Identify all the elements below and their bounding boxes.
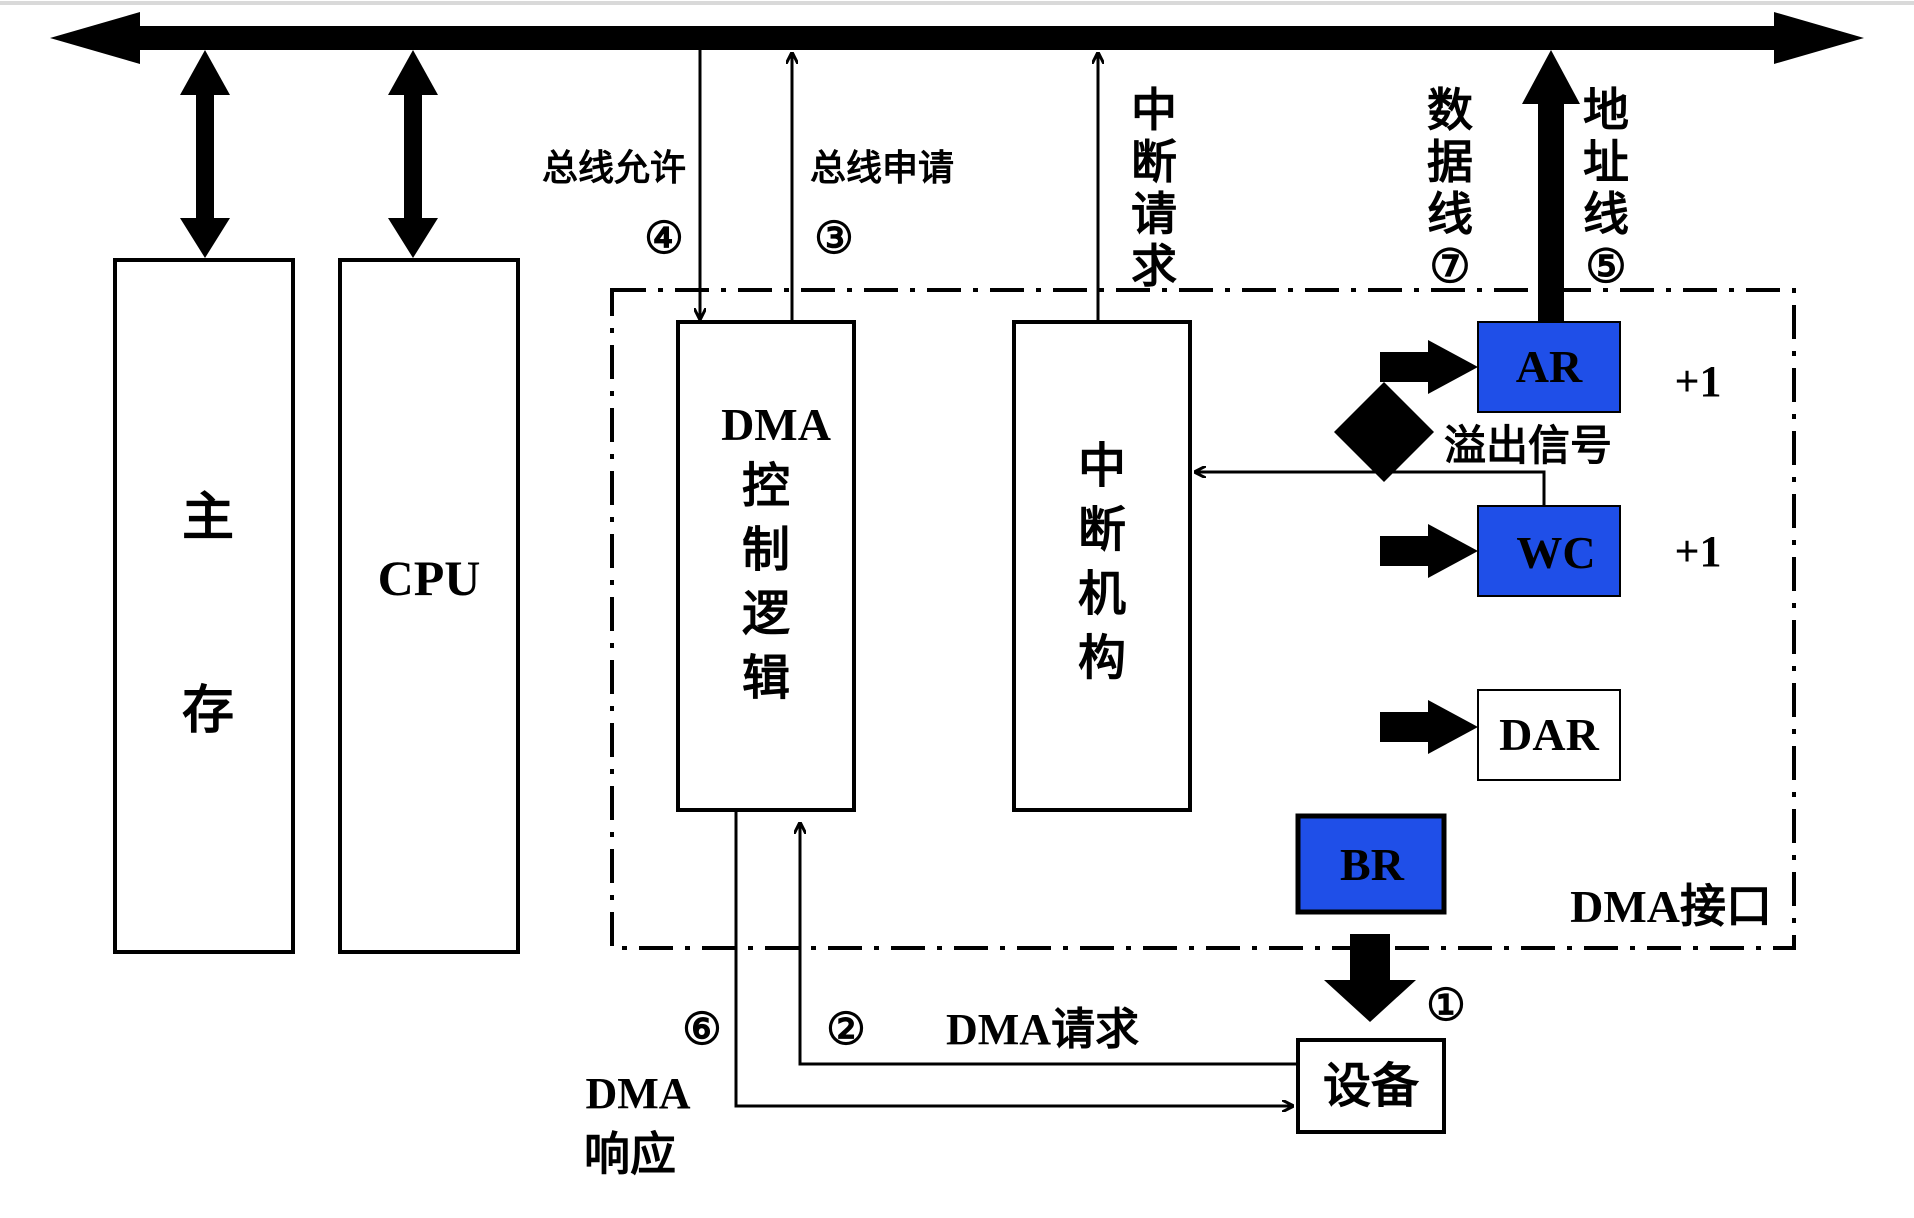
dar-label: DAR xyxy=(1499,709,1599,760)
bus-request-label: 总线申请 xyxy=(810,148,954,189)
device-label: 设备 xyxy=(1323,1058,1420,1114)
memory-label-2: 存 xyxy=(182,681,234,741)
interrupt-request-char-3: 请 xyxy=(1131,187,1177,241)
step-5-marker: ⑤ xyxy=(1585,239,1626,293)
bus-grant-label: 总线允许 xyxy=(542,148,686,189)
step-6-marker: ⑥ xyxy=(682,1004,721,1055)
dma-control-char-4: 辑 xyxy=(742,650,790,706)
overflow-signal-label: 溢出信号 xyxy=(1444,421,1612,470)
device-block: 设备 xyxy=(1296,1038,1446,1134)
data-line-char-1: 数 xyxy=(1427,83,1473,137)
cpu-label: CPU xyxy=(378,550,481,606)
interrupt-request-char-2: 断 xyxy=(1131,135,1177,189)
wc-label: WC xyxy=(1516,527,1595,578)
interrupt-char-3: 机 xyxy=(1078,566,1126,622)
wc-register: WC xyxy=(1477,505,1621,597)
overflow-diamond xyxy=(1334,382,1434,482)
address-line-arrow xyxy=(1522,50,1580,322)
cpu-block: CPU xyxy=(338,258,520,954)
interrupt-char-1: 中 xyxy=(1078,438,1126,494)
br-register: BR xyxy=(1295,813,1447,915)
system-bus xyxy=(50,12,1864,64)
wc-increment: +1 xyxy=(1674,527,1721,576)
step-1-marker: ① xyxy=(1426,980,1465,1031)
cpu-bus-connector xyxy=(388,50,438,258)
overflow-signal-line xyxy=(1196,472,1546,506)
br-device-arrow xyxy=(1324,934,1416,1022)
dma-response-line xyxy=(734,810,1292,1106)
main-memory-block: 主 存 xyxy=(113,258,295,954)
dar-input-arrow xyxy=(1380,700,1478,754)
data-line-char-2: 据 xyxy=(1427,135,1473,189)
dma-control-char-2: 制 xyxy=(742,522,790,578)
br-label: BR xyxy=(1340,839,1405,890)
dma-control-char-3: 逻 xyxy=(742,586,790,642)
dma-interface-boundary xyxy=(610,288,1796,950)
wc-input-arrow xyxy=(1380,524,1478,578)
step-4-marker: ④ xyxy=(644,213,683,264)
address-line-char-3: 线 xyxy=(1583,187,1629,241)
memory-label-1: 主 xyxy=(182,488,234,548)
dma-control-logic-block: DMA 控 制 逻 辑 xyxy=(676,320,856,812)
ar-register: AR xyxy=(1477,321,1621,413)
step-2-marker: ② xyxy=(826,1004,865,1055)
dma-request-line xyxy=(800,824,1298,1066)
dma-interface-label: DMA接口 xyxy=(1570,881,1772,932)
ar-input-arrow xyxy=(1380,340,1478,394)
memory-bus-connector xyxy=(180,50,230,258)
interrupt-char-4: 构 xyxy=(1078,630,1126,686)
ar-label: AR xyxy=(1516,341,1583,392)
dma-control-char-1: 控 xyxy=(742,458,790,514)
dma-response-label-2: 响应 xyxy=(584,1127,676,1181)
step-3-marker: ③ xyxy=(814,213,853,264)
data-line-char-3: 线 xyxy=(1427,187,1473,241)
dar-register: DAR xyxy=(1477,689,1621,781)
ar-increment: +1 xyxy=(1674,357,1721,406)
address-line-char-1: 地 xyxy=(1583,83,1629,137)
interrupt-request-char-1: 中 xyxy=(1131,83,1177,137)
interrupt-mechanism-block: 中 断 机 构 xyxy=(1012,320,1192,812)
interrupt-char-2: 断 xyxy=(1078,502,1126,558)
dma-control-title: DMA xyxy=(721,399,831,450)
interrupt-request-char-4: 求 xyxy=(1131,239,1177,293)
dma-response-label-1: DMA xyxy=(585,1069,690,1118)
dma-request-label: DMA请求 xyxy=(946,1005,1139,1054)
step-7-marker: ⑦ xyxy=(1429,239,1470,293)
address-line-char-2: 址 xyxy=(1583,135,1629,189)
